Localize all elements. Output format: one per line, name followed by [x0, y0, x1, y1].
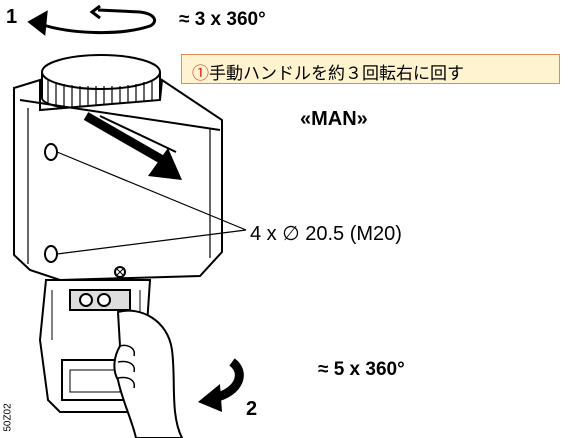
step-circle-number: ①: [192, 64, 209, 84]
manual-handle-knob: [41, 54, 161, 113]
cable-entry-label: 4 x ∅ 20.5 (M20): [250, 223, 402, 245]
figure-id: 50Z02: [2, 403, 14, 432]
instruction-note-box: ①手動ハンドルを約３回転右に回す: [181, 54, 560, 84]
hand-illustration: [113, 309, 184, 438]
turns-bottom-label: ≈ 5 x 360°: [318, 359, 405, 380]
instruction-note: ①手動ハンドルを約３回転右に回す: [192, 59, 464, 84]
instruction-note-text: 手動ハンドルを約３回転右に回す: [209, 64, 464, 84]
rotate-arrow-bottom-icon: [198, 358, 244, 412]
pull-arrow-icon: [83, 112, 182, 180]
turns-top-label: ≈ 3 x 360°: [179, 9, 266, 30]
manual-mode-label: «MAN»: [300, 108, 368, 130]
step-2-number: 2: [246, 398, 258, 420]
step-1-number: 1: [6, 6, 18, 28]
cable-entry-leaders: [56, 151, 247, 255]
actuator-housing: [13, 78, 223, 282]
rotate-arrow-top-icon: [27, 4, 157, 36]
